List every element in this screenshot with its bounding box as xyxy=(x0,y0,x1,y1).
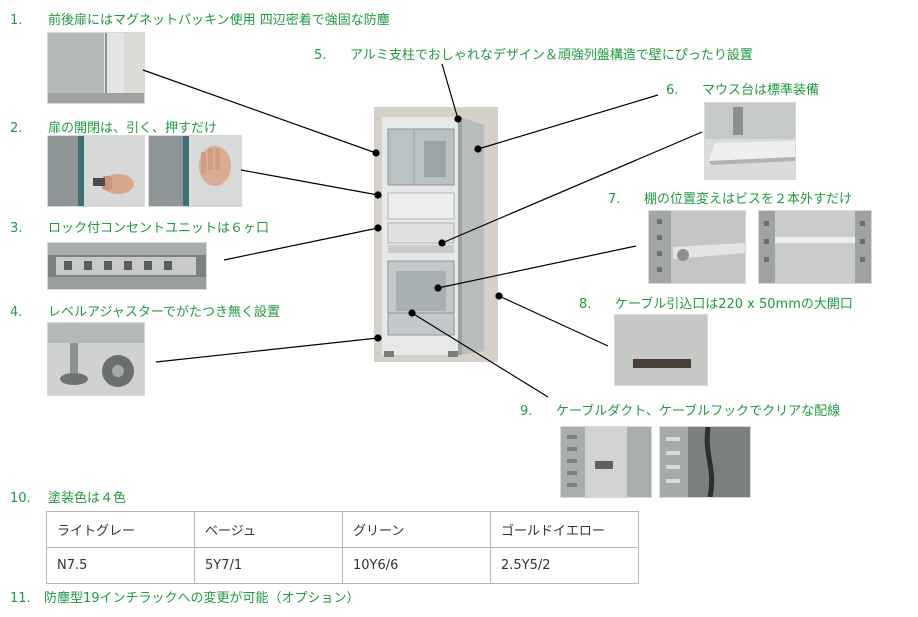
feature-6: 6.マウス台は標準装備 xyxy=(666,83,820,98)
cable-duct-illustration-a xyxy=(561,427,651,497)
mouse-tray-illustration xyxy=(705,103,795,179)
callout-dot-9 xyxy=(408,309,416,317)
feature-3: 3.ロック付コンセントユニットは６ヶ口 xyxy=(10,221,270,236)
callout-line-6 xyxy=(441,131,703,244)
table-cell: ゴールドイエロー xyxy=(490,511,639,548)
door-pull-illustration xyxy=(48,136,144,206)
table-cell: 2.5Y5/2 xyxy=(490,547,639,584)
feature-10: 10.塗装色は４色 xyxy=(10,491,127,506)
table-cell: N7.5 xyxy=(46,547,195,584)
door-push-illustration xyxy=(149,136,241,206)
callout-line-7 xyxy=(437,245,637,289)
table-row: N7.5 5Y7/1 10Y6/6 2.5Y5/2 xyxy=(46,547,639,584)
callout-dot-5 xyxy=(454,115,462,123)
callout-line-4 xyxy=(155,337,379,363)
feature-2: 2.扉の開閉は、引く、押すだけ xyxy=(10,121,218,136)
callout-dot-8 xyxy=(495,292,503,300)
door-pull-photo xyxy=(47,135,145,207)
callout-dot-5b xyxy=(474,145,482,153)
shelf-illustration-a xyxy=(649,211,745,283)
feature-1: 1.前後扉にはマグネットパッキン使用 四辺密着で強固な防塵 xyxy=(10,13,390,28)
table-cell: ベージュ xyxy=(194,511,343,548)
rack-cabinet-illustration xyxy=(374,107,498,362)
callout-dot-7 xyxy=(434,284,442,292)
feature-7: 7.棚の位置変えはビスを２本外すだけ xyxy=(608,192,853,207)
cable-opening-illustration xyxy=(615,315,707,385)
shelf-photo-a xyxy=(648,210,746,284)
shelf-photo-b xyxy=(758,210,872,284)
feature-5: 5.アルミ支柱でおしゃれなデザイン＆頑強列盤構造で壁にぴったり設置 xyxy=(314,48,753,63)
callout-dot-2 xyxy=(374,191,382,199)
level-adjuster-illustration xyxy=(48,323,144,395)
callout-line-1 xyxy=(142,69,377,154)
cable-duct-photo-a xyxy=(560,426,652,498)
door-gasket-photo xyxy=(47,32,145,104)
outlet-unit-photo xyxy=(47,242,207,290)
table-cell: 5Y7/1 xyxy=(194,547,343,584)
feature-11: 11.防塵型19インチラックへの変更が可能（オプション） xyxy=(10,591,360,606)
door-gasket-illustration xyxy=(48,33,144,103)
mouse-tray-photo xyxy=(704,102,796,180)
callout-dot-6 xyxy=(438,239,446,247)
callout-dot-1 xyxy=(372,149,380,157)
table-cell: ライトグレー xyxy=(46,511,195,548)
table-cell: 10Y6/6 xyxy=(342,547,491,584)
feature-4: 4.レベルアジャスターでがたつき無く設置 xyxy=(10,305,281,320)
callout-dot-3 xyxy=(374,224,382,232)
cable-opening-photo xyxy=(614,314,708,386)
callout-dot-4 xyxy=(374,334,382,342)
callout-line-9 xyxy=(411,312,549,398)
feature-9: 9.ケーブルダクト、ケーブルフックでクリアな配線 xyxy=(520,404,841,419)
rack-cabinet-photo xyxy=(374,107,498,362)
callout-line-2 xyxy=(240,169,379,196)
table-cell: グリーン xyxy=(342,511,491,548)
level-adjuster-photo xyxy=(47,322,145,396)
callout-line-8 xyxy=(498,295,609,347)
table-row: ライトグレー ベージュ グリーン ゴールドイエロー xyxy=(46,511,639,548)
outlet-unit-illustration xyxy=(48,243,206,289)
cable-duct-illustration-b xyxy=(660,427,750,497)
callout-line-5b xyxy=(477,94,659,150)
door-push-photo xyxy=(148,135,242,207)
cable-duct-photo-b xyxy=(659,426,751,498)
callout-line-3 xyxy=(223,227,379,261)
callout-line-5 xyxy=(441,63,459,120)
shelf-illustration-b xyxy=(759,211,871,283)
feature-8: 8.ケーブル引込口は220 x 50mmの大開口 xyxy=(579,297,853,312)
paint-color-table: ライトグレー ベージュ グリーン ゴールドイエロー N7.5 5Y7/1 10Y… xyxy=(46,511,639,584)
